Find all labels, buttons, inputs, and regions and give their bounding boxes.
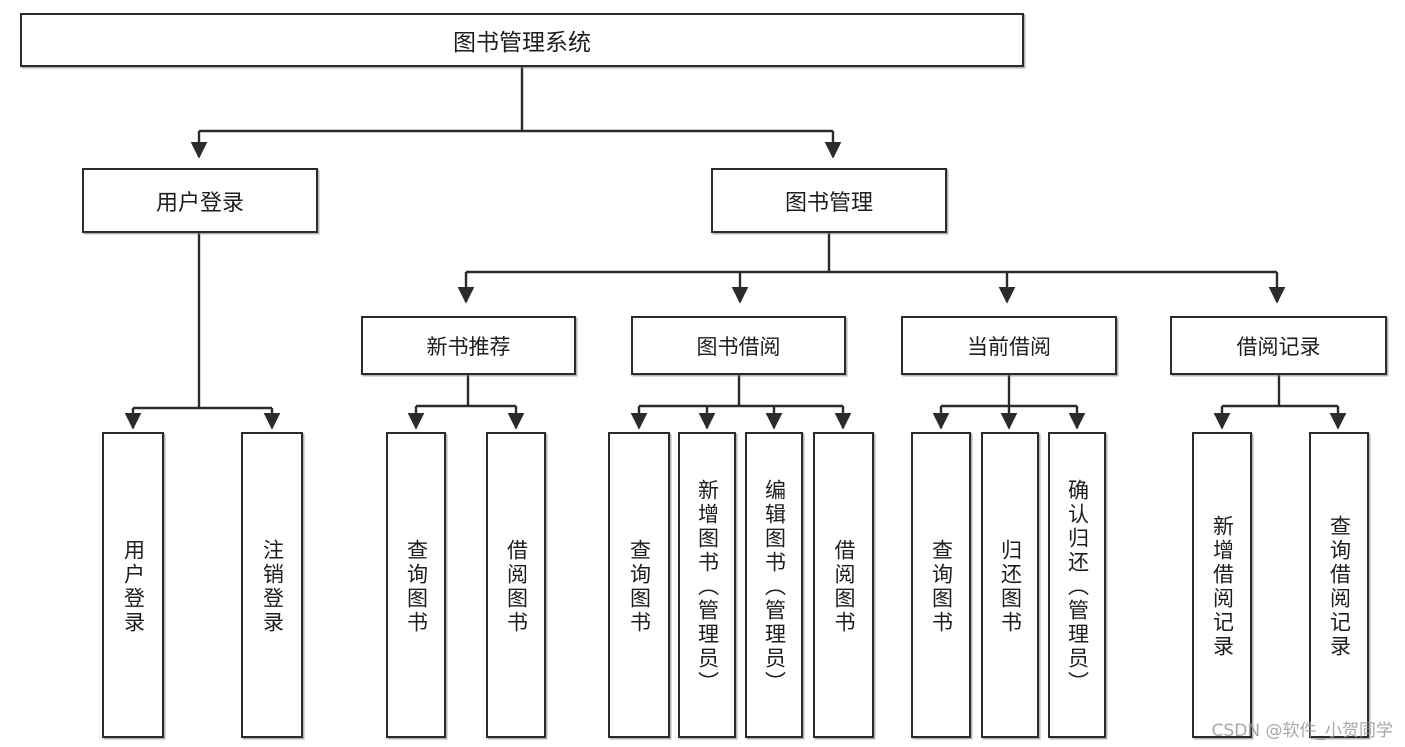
- node-leaf-add-borrow-record[interactable]: 新增借阅记录: [1192, 432, 1252, 738]
- node-book-management[interactable]: 图书管理: [711, 168, 947, 233]
- node-book-borrow[interactable]: 图书借阅: [631, 316, 846, 375]
- node-leaf-borrow-book-1-label: 借阅图书: [504, 539, 529, 635]
- node-leaf-logout-login-label: 注销登录: [260, 539, 285, 635]
- node-current-borrow[interactable]: 当前借阅: [901, 316, 1117, 375]
- node-leaf-edit-book[interactable]: 编辑图书（管理员）: [745, 432, 803, 738]
- node-leaf-borrow-book-2[interactable]: 借阅图书: [813, 432, 874, 738]
- watermark-text: CSDN @软件_小贺同学: [1211, 721, 1393, 741]
- node-book-borrow-label: 图书借阅: [696, 334, 781, 359]
- node-leaf-add-borrow-record-label: 新增借阅记录: [1210, 515, 1235, 659]
- node-leaf-user-login-label: 用户登录: [121, 539, 146, 635]
- node-leaf-confirm-return[interactable]: 确认归还（管理员）: [1048, 432, 1106, 738]
- node-leaf-query-borrow-record[interactable]: 查询借阅记录: [1309, 432, 1369, 738]
- node-leaf-user-login[interactable]: 用户登录: [102, 432, 164, 738]
- node-leaf-edit-book-label: 编辑图书（管理员）: [762, 479, 787, 695]
- node-leaf-confirm-return-label: 确认归还（管理员）: [1065, 479, 1090, 695]
- node-root[interactable]: 图书管理系统: [20, 13, 1024, 67]
- node-borrow-record-label: 借阅记录: [1236, 334, 1321, 359]
- node-leaf-query-book-1[interactable]: 查询图书: [386, 432, 446, 738]
- node-leaf-return-book[interactable]: 归还图书: [981, 432, 1039, 738]
- node-current-borrow-label: 当前借阅: [967, 334, 1051, 359]
- node-leaf-query-book-2[interactable]: 查询图书: [608, 432, 670, 738]
- node-root-label: 图书管理系统: [453, 30, 591, 56]
- node-leaf-query-book-3-label: 查询图书: [929, 539, 954, 635]
- node-leaf-query-book-3[interactable]: 查询图书: [911, 432, 971, 738]
- node-leaf-return-book-label: 归还图书: [998, 539, 1023, 635]
- node-leaf-logout-login[interactable]: 注销登录: [241, 432, 303, 738]
- node-user-login[interactable]: 用户登录: [82, 168, 318, 233]
- node-leaf-query-book-2-label: 查询图书: [627, 539, 652, 635]
- node-leaf-query-borrow-record-label: 查询借阅记录: [1327, 515, 1352, 659]
- node-book-management-label: 图书管理: [784, 190, 873, 216]
- node-leaf-borrow-book-1[interactable]: 借阅图书: [486, 432, 546, 738]
- node-leaf-add-book[interactable]: 新增图书（管理员）: [678, 432, 736, 738]
- node-borrow-record[interactable]: 借阅记录: [1170, 316, 1387, 375]
- node-leaf-borrow-book-2-label: 借阅图书: [832, 539, 856, 635]
- node-leaf-query-book-1-label: 查询图书: [404, 539, 429, 635]
- node-leaf-add-book-label: 新增图书（管理员）: [695, 479, 720, 695]
- node-new-book-recommend-label: 新书推荐: [426, 334, 511, 359]
- node-new-book-recommend[interactable]: 新书推荐: [361, 316, 576, 375]
- node-user-login-label: 用户登录: [155, 190, 244, 216]
